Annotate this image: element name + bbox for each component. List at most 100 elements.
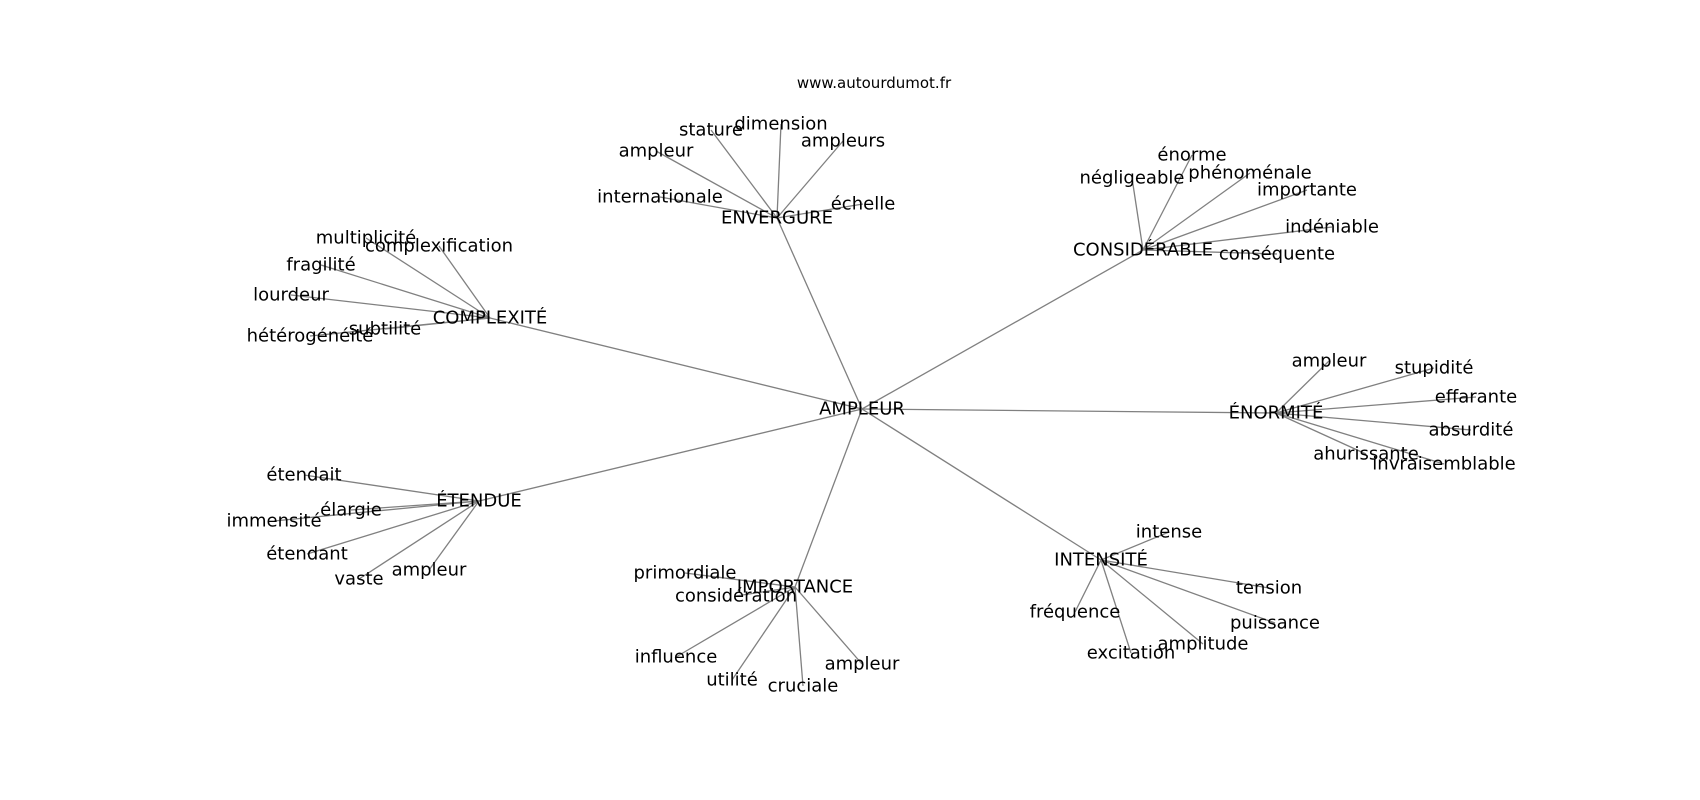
leaf-node-label: immensité (226, 511, 321, 532)
leaf-node-label: intense (1136, 522, 1202, 543)
leaf-node-label: hétérogénéité (247, 326, 374, 347)
edge-intensite-leaf (1100, 559, 1132, 654)
edge-enormite-leaf (1275, 412, 1472, 431)
hub-node-etendue: ÉTENDUE (436, 490, 522, 512)
center-node-label: AMPLEUR (819, 399, 905, 420)
leaf-node-label: énorme (1157, 145, 1226, 166)
leaf-node-label: ahurissante (1313, 444, 1419, 465)
edge-importance-leaf (794, 586, 804, 687)
leaf-node-label: étendait (266, 465, 341, 486)
leaf-node-label: fréquence (1030, 602, 1121, 623)
leaf-node-label: effarante (1435, 387, 1517, 408)
edge-enormite-leaf (1275, 412, 1445, 465)
edge-envergure-leaf (776, 123, 782, 219)
edge-considerable-leaf (1142, 172, 1251, 251)
leaf-node-label: absurdité (1429, 420, 1514, 441)
leaf-node-label: multiplicité (316, 228, 416, 249)
leaf-node-label: ampleur (825, 654, 900, 675)
leaf-node-label: élargie (320, 500, 382, 521)
hub-node-intensite: INTENSITÉ (1054, 549, 1148, 571)
edge-complexite-leaf (365, 237, 491, 319)
edge-center-envergure (776, 217, 863, 410)
edge-intensite-leaf (1100, 531, 1170, 561)
edge-etendue-leaf (303, 474, 480, 502)
edge-complexite-leaf (309, 317, 491, 337)
leaf-node-label: fragilité (286, 255, 355, 276)
edge-importance-leaf (684, 572, 796, 588)
edge-intensite-leaf (1074, 559, 1102, 613)
leaf-node-label: indéniable (1285, 217, 1379, 238)
hub-node-considerable: CONSIDÉRABLE (1073, 239, 1213, 261)
leaf-node-label: stature (679, 120, 743, 141)
edge-importance-leaf (794, 586, 863, 665)
edge-complexite-leaf (438, 245, 491, 319)
leaf-node-label: ampleur (619, 141, 694, 162)
edge-envergure-leaf (710, 129, 778, 219)
edge-importance-leaf (675, 586, 796, 658)
edge-considerable-leaf (1142, 189, 1308, 251)
edge-center-importance (794, 408, 863, 588)
leaf-node-label: considération (675, 586, 797, 607)
leaf-node-label: invraisemblable (1372, 454, 1515, 475)
edge-considerable-leaf (1131, 177, 1144, 251)
edge-center-complexite (489, 317, 863, 410)
hub-node-enormite: ÉNORMITÉ (1229, 402, 1324, 424)
edge-enormite-leaf (1275, 367, 1435, 414)
edge-center-etendue (478, 408, 863, 502)
edge-intensite-leaf (1100, 559, 1270, 589)
leaf-node-label: influence (635, 647, 718, 668)
edge-center-intensite (861, 408, 1102, 561)
edge-envergure-leaf (655, 150, 778, 219)
edge-center-enormite (861, 408, 1277, 414)
edge-complexite-leaf (290, 294, 491, 319)
leaf-node-label: ampleur (1292, 351, 1367, 372)
leaf-node-label: primordiale (634, 563, 737, 584)
leaf-node-label: ampleurs (801, 131, 885, 152)
edge-envergure-leaf (659, 196, 778, 219)
leaf-node-label: subtilité (349, 319, 421, 340)
edge-intensite-leaf (1100, 559, 1276, 624)
leaf-node-label: complexification (365, 236, 513, 257)
leaf-node-label: phénoménale (1188, 163, 1311, 184)
site-watermark: www.autourdumot.fr (797, 74, 952, 92)
leaf-node-label: négligeable (1080, 168, 1185, 189)
leaf-node-label: internationale (597, 187, 723, 208)
edge-envergure-leaf (776, 140, 844, 219)
edge-intensite-leaf (1100, 559, 1204, 645)
edge-etendue-leaf (273, 500, 480, 522)
leaf-node-label: puissance (1230, 613, 1320, 634)
edge-etendue-leaf (358, 500, 480, 580)
leaf-node-label: dimension (734, 114, 827, 135)
hub-node-importance: IMPORTANCE (737, 577, 853, 598)
leaf-node-label: échelle (831, 194, 896, 215)
leaf-node-label: tension (1236, 578, 1302, 599)
leaf-node-label: amplitude (1158, 634, 1249, 655)
leaf-node-label: stupidité (1395, 358, 1474, 379)
edge-considerable-leaf (1142, 154, 1193, 251)
edge-etendue-leaf (306, 500, 480, 555)
leaf-node-label: ampleur (392, 560, 467, 581)
edge-complexite-leaf (320, 264, 491, 319)
hub-node-complexite: COMPLEXITÉ (433, 307, 548, 329)
leaf-node-label: vaste (334, 569, 383, 590)
graph-edges (273, 123, 1477, 687)
edge-etendue-leaf (428, 500, 480, 571)
edge-envergure-leaf (776, 203, 864, 219)
leaf-node-label: importante (1257, 180, 1357, 201)
edge-enormite-leaf (1275, 396, 1477, 414)
edge-importance-leaf (731, 586, 796, 681)
edge-enormite-leaf (1275, 360, 1330, 414)
leaf-node-label: étendant (266, 544, 348, 565)
leaf-node-label: lourdeur (253, 285, 329, 306)
leaf-node-label: cruciale (768, 676, 839, 697)
leaf-node-label: excitation (1087, 643, 1176, 664)
hub-node-envergure: ENVERGURE (721, 208, 833, 229)
edge-considerable-leaf (1142, 226, 1333, 251)
edge-center-considerable (861, 249, 1144, 410)
edge-enormite-leaf (1275, 412, 1367, 455)
leaf-node-label: utilité (706, 670, 758, 691)
leaf-node-label: conséquente (1219, 244, 1335, 265)
edge-importance-leaf (735, 586, 796, 597)
